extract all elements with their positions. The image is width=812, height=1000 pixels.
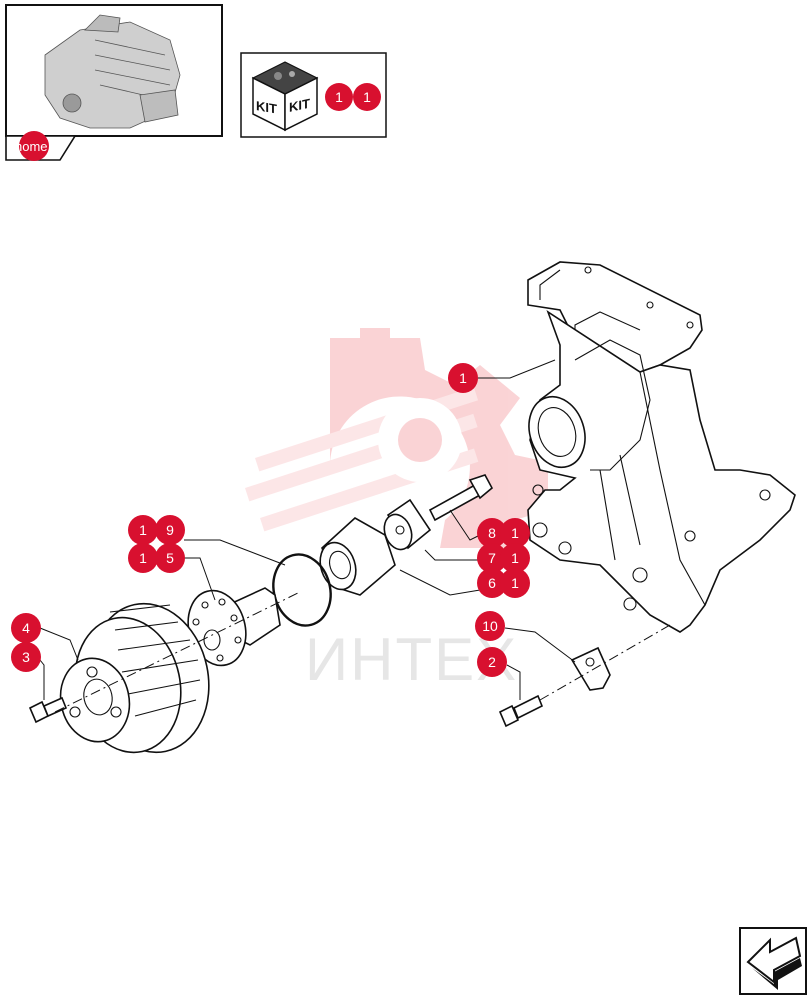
callout-2[interactable]: 2 bbox=[477, 647, 507, 677]
engine-image bbox=[44, 14, 181, 129]
svg-text:1: 1 bbox=[139, 550, 147, 566]
assembly-axis bbox=[54, 591, 671, 713]
svg-text:1: 1 bbox=[459, 370, 467, 386]
svg-text:1: 1 bbox=[335, 89, 343, 105]
svg-text:5: 5 bbox=[166, 550, 174, 566]
leader-lines bbox=[39, 359, 576, 700]
spacer-part bbox=[383, 498, 432, 551]
callout-10[interactable]: 10 bbox=[475, 611, 505, 641]
svg-text:6: 6 bbox=[488, 575, 496, 591]
svg-text:1: 1 bbox=[139, 522, 147, 538]
callout-71[interactable]: 7 1 bbox=[477, 543, 530, 573]
svg-text:1: 1 bbox=[511, 575, 519, 591]
svg-text:1: 1 bbox=[511, 550, 519, 566]
plate-bolt-part bbox=[498, 694, 544, 728]
callout-1-bracket[interactable]: 1 bbox=[448, 363, 478, 393]
engine-thumbnail[interactable]: home bbox=[5, 4, 223, 161]
kit-ref-badge-1[interactable]: 1 bbox=[325, 83, 353, 111]
svg-text:9: 9 bbox=[166, 522, 174, 538]
small-plate-part bbox=[570, 646, 611, 691]
pulley-part bbox=[59, 602, 210, 754]
next-page-button[interactable] bbox=[739, 927, 807, 995]
svg-text:10: 10 bbox=[482, 618, 498, 634]
long-bolt-part bbox=[428, 474, 494, 522]
svg-text:8: 8 bbox=[488, 525, 496, 541]
callout-4[interactable]: 4 bbox=[11, 613, 41, 643]
callout-15[interactable]: 1 5 bbox=[128, 543, 185, 573]
svg-text:3: 3 bbox=[22, 649, 30, 665]
kit-ref-badge-2[interactable]: 1 bbox=[353, 83, 381, 111]
svg-text:1: 1 bbox=[511, 525, 519, 541]
svg-text:2: 2 bbox=[488, 654, 496, 670]
watermark-logo bbox=[245, 328, 548, 548]
bracket-part bbox=[527, 261, 796, 633]
svg-text:1: 1 bbox=[363, 89, 371, 105]
pulley-bolt-part bbox=[28, 696, 68, 724]
home-badge bbox=[19, 131, 49, 161]
callout-81[interactable]: 8 1 bbox=[477, 518, 530, 548]
callout-3[interactable]: 3 bbox=[11, 642, 41, 672]
svg-text:7: 7 bbox=[488, 550, 496, 566]
kit-label-right: KIT bbox=[289, 96, 310, 115]
callout-61[interactable]: 6 1 bbox=[477, 568, 530, 598]
svg-text:4: 4 bbox=[22, 620, 30, 636]
arrow-icon bbox=[746, 936, 802, 990]
home-label: home bbox=[15, 139, 48, 154]
kit-icon: KIT KIT bbox=[251, 61, 319, 132]
kit-box[interactable]: KIT KIT 1 1 bbox=[240, 52, 387, 138]
bearing-part bbox=[319, 517, 396, 596]
callout-19[interactable]: 1 9 bbox=[128, 515, 185, 545]
kit-label-left: KIT bbox=[256, 98, 277, 117]
